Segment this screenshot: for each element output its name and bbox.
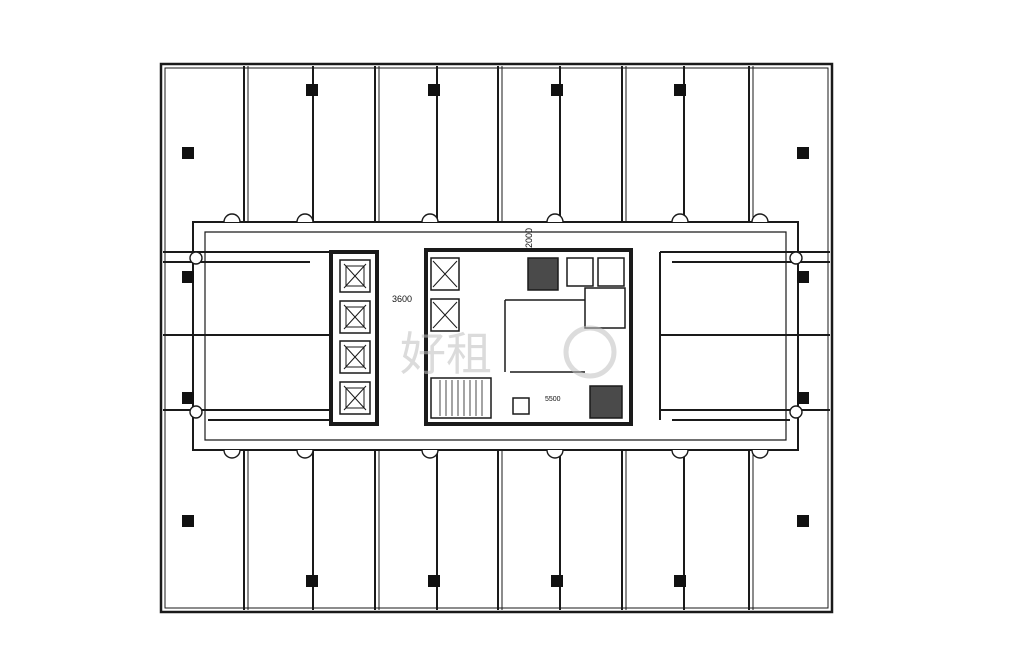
elevator-icon [339, 259, 371, 293]
dimension-labels: 3600 2000 5500 [392, 228, 561, 403]
corridor-outer [192, 221, 799, 451]
column-icon [182, 147, 194, 159]
column-icon [306, 575, 318, 587]
corridor-width-label: 3600 [392, 294, 412, 304]
column-icon [674, 84, 686, 96]
door-swing-icon [189, 251, 203, 265]
walls [159, 62, 834, 614]
elevator-car [345, 265, 365, 287]
elevator-car [345, 346, 365, 368]
toilet-fixture-icon [597, 257, 625, 287]
door-swing-icon [671, 213, 689, 223]
door-swing-icon [546, 449, 564, 459]
watermark: 好租 [400, 325, 617, 381]
shaft-dark [589, 385, 623, 419]
corridor-inner [204, 231, 787, 441]
door-swing-icon [223, 213, 241, 223]
column-icon [306, 84, 318, 96]
door-swing-icon [296, 213, 314, 223]
core-gap-label: 2000 [524, 228, 534, 248]
door-swing-icon [223, 449, 241, 459]
column-icon [797, 515, 809, 527]
core-room [584, 287, 626, 329]
door-swing-icon [751, 213, 769, 223]
elevator-cross [343, 304, 367, 330]
watermark-logo-icon [563, 325, 617, 379]
elevator-bank-left [329, 250, 379, 426]
elevator-car [345, 306, 365, 328]
elevator-icon [430, 257, 460, 291]
outer-wall-inner [164, 67, 829, 609]
stair-icon [430, 377, 492, 419]
door-swing-icon [421, 449, 439, 459]
elevator-cross [432, 301, 458, 329]
door-swing-icon [751, 449, 769, 459]
door-swing-icon [189, 405, 203, 419]
column-icon [551, 84, 563, 96]
elevator-cross [343, 263, 367, 289]
elevator-icon [339, 340, 371, 374]
column-icon [797, 147, 809, 159]
elevator-icon [430, 298, 460, 332]
outer-wall [159, 62, 834, 614]
elevator-icon [339, 300, 371, 334]
elevator-cross [432, 260, 458, 288]
door-swing-icon [789, 251, 803, 265]
column-icon [797, 271, 809, 283]
door-swing-icon [296, 449, 314, 459]
door-swing-icon [421, 213, 439, 223]
elevator-cross [343, 344, 367, 370]
door-swing-icon [789, 405, 803, 419]
watermark-text: 好租 [400, 327, 492, 381]
column-icon [182, 271, 194, 283]
shaft-dark [527, 257, 559, 291]
column-icon [674, 575, 686, 587]
door-swing-icon [671, 449, 689, 459]
service-core [424, 248, 633, 426]
door-swings [189, 213, 803, 459]
column-icon [551, 575, 563, 587]
column-icon [182, 392, 194, 404]
hydrant-icon [512, 397, 530, 415]
core-small-label: 5500 [545, 396, 561, 403]
column-icon [182, 515, 194, 527]
elevator-car [345, 387, 365, 409]
elevator-cross [343, 385, 367, 411]
column-icon [428, 84, 440, 96]
building-core [329, 248, 633, 426]
door-swing-icon [546, 213, 564, 223]
toilet-fixture-icon [566, 257, 594, 287]
column-icon [428, 575, 440, 587]
elevator-icon [339, 381, 371, 415]
columns [182, 84, 809, 587]
column-icon [797, 392, 809, 404]
